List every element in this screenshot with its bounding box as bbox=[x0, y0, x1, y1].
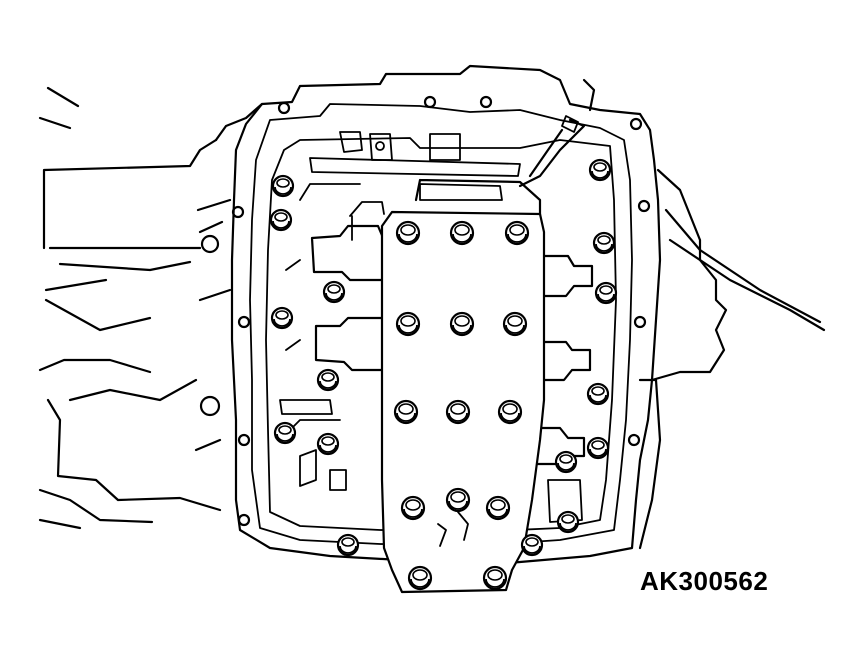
bolt-icon bbox=[445, 487, 471, 513]
bolt-icon bbox=[520, 533, 544, 557]
case-bolts bbox=[269, 158, 618, 557]
bolt-icon bbox=[504, 220, 530, 246]
bolt-icon bbox=[594, 281, 618, 305]
bolt-icon bbox=[502, 311, 528, 337]
bolt-icon bbox=[592, 231, 616, 255]
bolt-icon bbox=[449, 311, 475, 337]
transmission-housing-left bbox=[38, 86, 264, 530]
valve-body-bolts bbox=[393, 220, 530, 591]
bolt-icon bbox=[395, 220, 421, 246]
bolt-icon bbox=[316, 432, 340, 456]
bolt-icon bbox=[393, 399, 419, 425]
bolt-icon bbox=[322, 280, 346, 304]
bolt-icon bbox=[556, 510, 580, 534]
bolt-icon bbox=[400, 495, 426, 521]
bolt-icon bbox=[586, 436, 610, 460]
drawing-reference-id: AK300562 bbox=[640, 566, 769, 596]
bolt-icon bbox=[269, 208, 293, 232]
case-flange-outline bbox=[230, 64, 662, 568]
upper-components bbox=[309, 78, 596, 222]
bolt-icon bbox=[336, 533, 360, 557]
bolt-icon bbox=[497, 399, 523, 425]
bolt-icon bbox=[270, 306, 294, 330]
bolt-icon bbox=[588, 158, 612, 182]
bolt-icon bbox=[445, 399, 471, 425]
bolt-icon bbox=[271, 174, 295, 198]
bolt-icon bbox=[482, 565, 508, 591]
bolt-icon bbox=[316, 368, 340, 392]
bolt-icon bbox=[273, 421, 297, 445]
transmission-housing-right bbox=[638, 168, 826, 550]
bolt-icon bbox=[554, 450, 578, 474]
bolt-icon bbox=[586, 382, 610, 406]
bolt-icon bbox=[407, 565, 433, 591]
solenoid-connectors-left bbox=[279, 183, 388, 491]
bolt-icon bbox=[485, 495, 511, 521]
bolt-icon bbox=[449, 220, 475, 246]
bolt-icon bbox=[395, 311, 421, 337]
